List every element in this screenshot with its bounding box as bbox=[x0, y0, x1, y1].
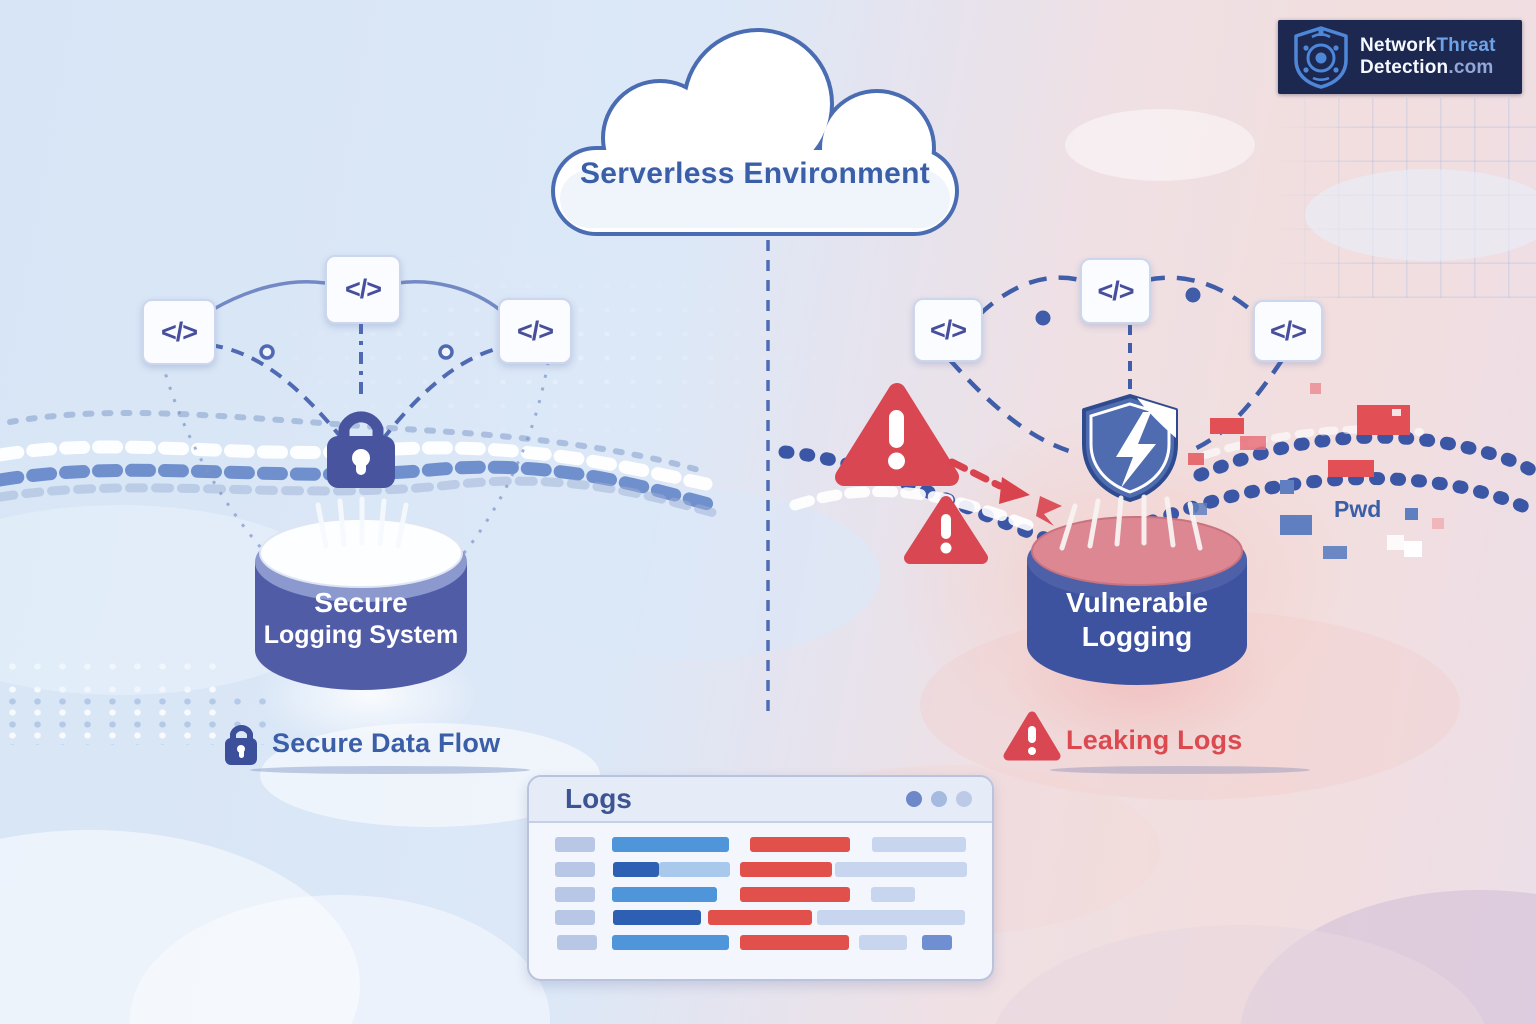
log-bar bbox=[557, 935, 597, 950]
pixel-fragment bbox=[1210, 418, 1244, 434]
log-bar bbox=[835, 862, 967, 877]
log-rows bbox=[529, 823, 992, 979]
warning-icon-small bbox=[904, 496, 988, 564]
logo-shield-icon bbox=[1294, 26, 1348, 89]
pixel-fragment bbox=[1432, 518, 1444, 529]
log-bar bbox=[613, 910, 701, 925]
cloud-title: Serverless Environment bbox=[579, 157, 931, 190]
leak-data-streams bbox=[778, 425, 1536, 547]
vulnerable-cylinder-label: Vulnerable Logging bbox=[1027, 586, 1247, 654]
pixel-fragment bbox=[1392, 409, 1401, 416]
logo-word-threat: Threat bbox=[1436, 34, 1496, 56]
log-bar bbox=[613, 862, 659, 877]
caption-shadow-right bbox=[1050, 766, 1310, 774]
caption-lock-icon bbox=[225, 725, 257, 765]
code-box-left-1: </> bbox=[142, 299, 216, 365]
logo-word-network: Network bbox=[1360, 34, 1437, 56]
lock-icon bbox=[327, 411, 395, 488]
pixel-fragment bbox=[1323, 546, 1347, 559]
vulnerable-cylinder-line1: Vulnerable bbox=[1065, 587, 1209, 618]
log-bar bbox=[859, 935, 907, 950]
pixel-fragment bbox=[1280, 515, 1312, 535]
logo-word-detection: Detection bbox=[1360, 57, 1449, 78]
logs-window-header: Logs bbox=[529, 777, 992, 823]
code-icon: </> bbox=[1097, 275, 1134, 306]
secure-data-streams bbox=[0, 409, 727, 520]
pixel-fragment bbox=[1240, 436, 1266, 450]
log-bar bbox=[612, 887, 717, 902]
logs-window-title: Logs bbox=[565, 783, 632, 814]
logs-window: Logs bbox=[527, 775, 994, 981]
log-bar bbox=[740, 935, 849, 950]
leak-arrow bbox=[948, 458, 1062, 526]
pixel-fragment bbox=[1328, 460, 1374, 477]
log-bar bbox=[612, 837, 729, 852]
code-icon: </> bbox=[929, 314, 967, 345]
code-icon: </> bbox=[516, 315, 554, 346]
log-bar bbox=[817, 910, 965, 925]
shield-bolt-icon bbox=[1082, 394, 1178, 502]
pixel-fragment bbox=[1405, 508, 1418, 520]
log-bar bbox=[555, 910, 595, 925]
secure-cylinder-line1: Secure bbox=[314, 587, 408, 618]
pixel-fragment bbox=[1188, 453, 1204, 465]
pixel-fragment bbox=[1310, 383, 1321, 394]
log-bar bbox=[708, 910, 812, 925]
code-box-right-2: </> bbox=[1080, 258, 1151, 324]
caption-warning-icon bbox=[1003, 711, 1061, 761]
pixel-fragment bbox=[1404, 541, 1422, 557]
pixel-fragment bbox=[1280, 480, 1294, 494]
secure-caption: Secure Data Flow bbox=[272, 728, 501, 758]
pixel-fragment bbox=[1193, 503, 1207, 515]
brand-logo: NetworkThreat Detection.com bbox=[1278, 20, 1522, 94]
code-box-right-3: </> bbox=[1253, 300, 1323, 362]
code-box-right-1: </> bbox=[913, 298, 983, 362]
code-box-left-2: </> bbox=[325, 255, 401, 324]
log-bar bbox=[871, 887, 915, 902]
pixel-fragment bbox=[1387, 535, 1404, 550]
warning-icon-large bbox=[835, 383, 959, 486]
code-icon: </> bbox=[160, 316, 198, 347]
window-dot-icon bbox=[931, 791, 947, 807]
vulnerable-cylinder bbox=[1027, 494, 1247, 685]
vulnerable-cylinder-line2: Logging bbox=[1081, 621, 1193, 653]
window-dot-icon bbox=[906, 791, 922, 807]
log-bar bbox=[750, 837, 850, 852]
caption-shadow-left bbox=[250, 766, 530, 774]
pixel-fragment bbox=[1357, 405, 1410, 435]
code-icon: </> bbox=[1269, 315, 1307, 346]
log-bar bbox=[740, 887, 850, 902]
code-box-left-3: </> bbox=[498, 298, 572, 364]
secure-cylinder-line2: Logging System bbox=[263, 621, 459, 650]
window-dot-icon bbox=[956, 791, 972, 807]
log-bar bbox=[555, 862, 595, 877]
logo-word-com: .com bbox=[1448, 57, 1494, 78]
window-control-dots bbox=[906, 791, 972, 807]
log-bar bbox=[555, 887, 595, 902]
secure-cylinder bbox=[255, 496, 467, 690]
left-connectors bbox=[160, 279, 550, 616]
log-bar bbox=[922, 935, 952, 950]
log-bar bbox=[740, 862, 832, 877]
leaking-caption: Leaking Logs bbox=[1066, 725, 1243, 755]
log-bar bbox=[872, 837, 966, 852]
log-bar bbox=[659, 862, 730, 877]
secure-cylinder-label: Secure Logging System bbox=[256, 586, 466, 651]
log-bar bbox=[612, 935, 729, 950]
pwd-leak-label: Pwd bbox=[1334, 496, 1382, 522]
logo-text: NetworkThreat Detection.com bbox=[1360, 35, 1496, 80]
log-bar bbox=[555, 837, 595, 852]
code-icon: </> bbox=[344, 274, 382, 304]
cloud-shape bbox=[551, 28, 959, 236]
